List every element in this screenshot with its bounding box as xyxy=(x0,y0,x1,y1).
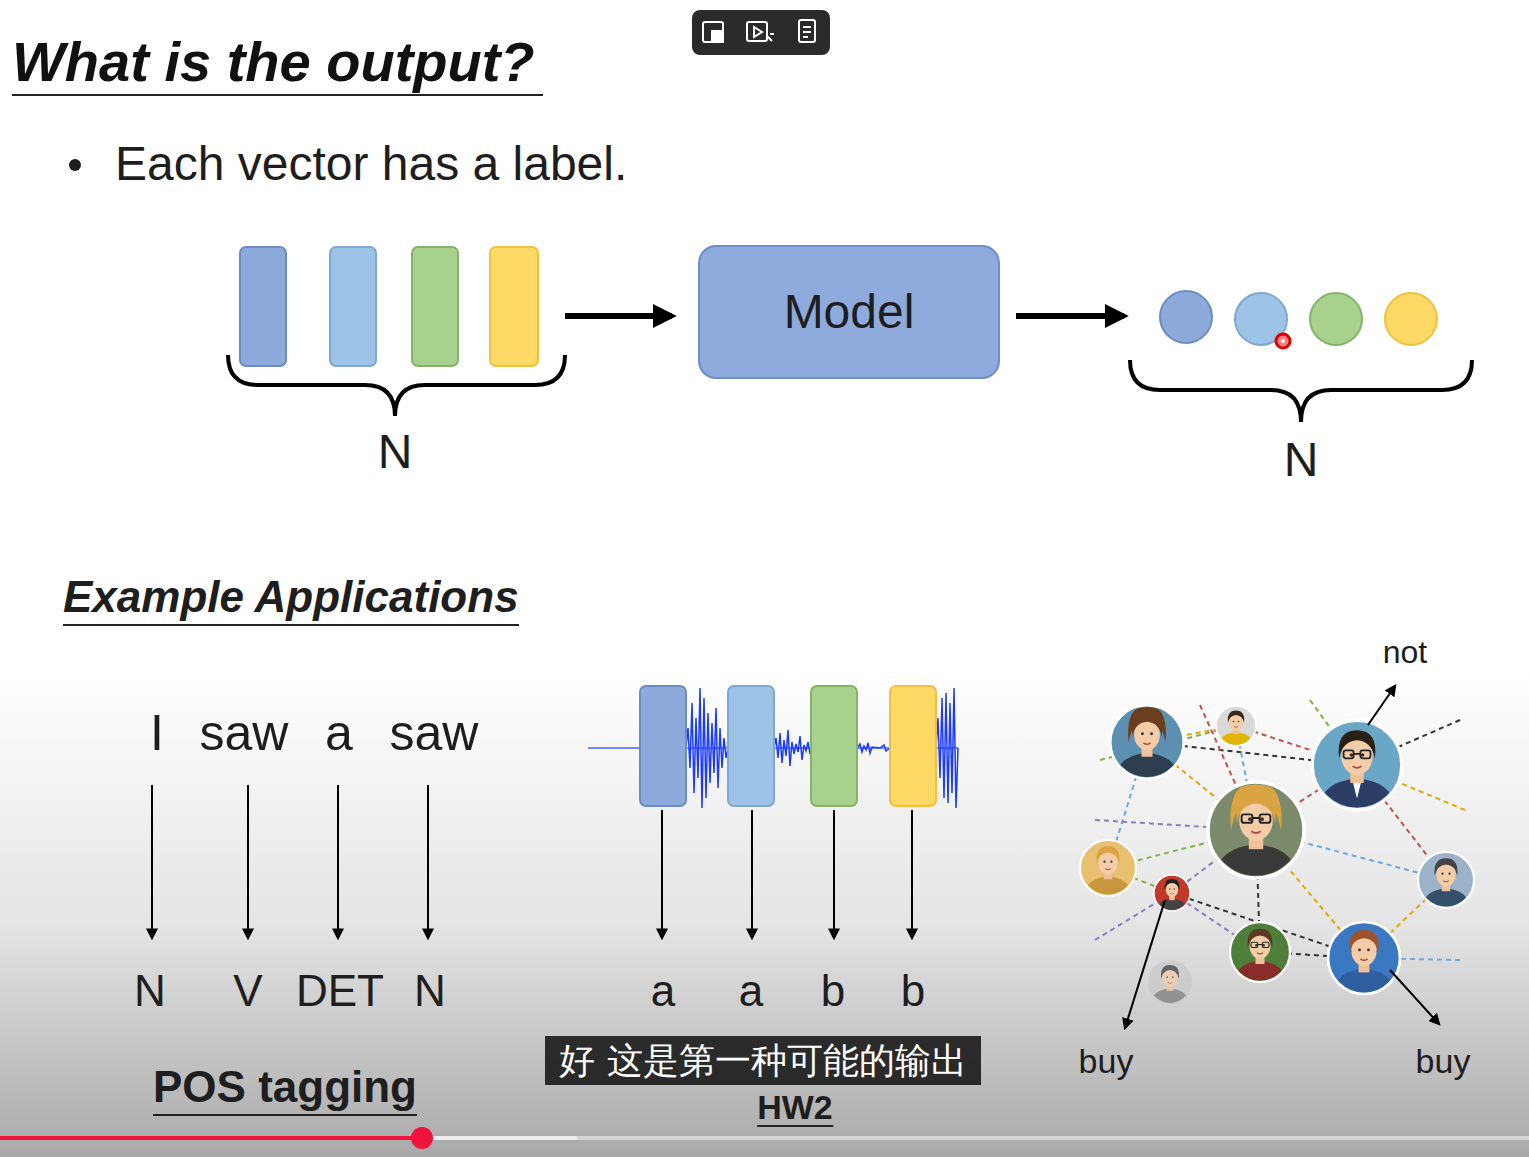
player-icons xyxy=(692,10,830,55)
mouse-cursor xyxy=(1276,334,1290,348)
flow-arrow xyxy=(565,313,672,319)
count-label: N xyxy=(1284,432,1319,487)
input-word: saw xyxy=(390,705,479,763)
brace xyxy=(228,355,565,416)
node-text: 好 这是第一种可能的输出 xyxy=(559,1038,966,1083)
brace xyxy=(1130,360,1472,422)
count-label: N xyxy=(378,424,413,479)
input-vectors xyxy=(240,247,538,366)
pos-tag: N xyxy=(414,966,446,1017)
frame-arrows xyxy=(662,810,912,938)
bullet-text: Each vector has a label. xyxy=(115,136,627,191)
pos-tag: N xyxy=(134,966,166,1017)
output-labels xyxy=(1160,291,1437,345)
social-network xyxy=(1080,686,1474,1028)
node-label: not xyxy=(1383,634,1427,671)
phoneme-label: b xyxy=(901,966,925,1017)
leader-arrows xyxy=(1125,686,1439,1028)
frame-vectors xyxy=(640,686,936,806)
flow-arrow xyxy=(1016,313,1124,319)
tag-arrows xyxy=(152,785,428,938)
progress-bar xyxy=(0,1127,1529,1149)
node-text: Model xyxy=(784,284,915,339)
application-name: POS tagging xyxy=(153,1062,417,1116)
phoneme-label: b xyxy=(821,966,845,1017)
slide-title: What is the output? xyxy=(12,30,543,96)
bullet-dot xyxy=(69,159,81,171)
phoneme-label: a xyxy=(651,966,675,1017)
node-label: buy xyxy=(1416,1042,1471,1081)
pos-tag: V xyxy=(233,966,262,1017)
application-name: HW2 xyxy=(757,1090,833,1127)
section-heading: Example Applications xyxy=(63,572,519,626)
subtitle-box: 好 这是第一种可能的输出 xyxy=(545,1036,980,1085)
model-box: Model xyxy=(698,245,1000,379)
phoneme-label: a xyxy=(739,966,763,1017)
node-label: buy xyxy=(1079,1042,1134,1081)
input-word: a xyxy=(325,705,353,763)
input-word: I xyxy=(150,705,164,763)
input-word: saw xyxy=(200,705,289,763)
pos-tag: DET xyxy=(296,966,384,1017)
